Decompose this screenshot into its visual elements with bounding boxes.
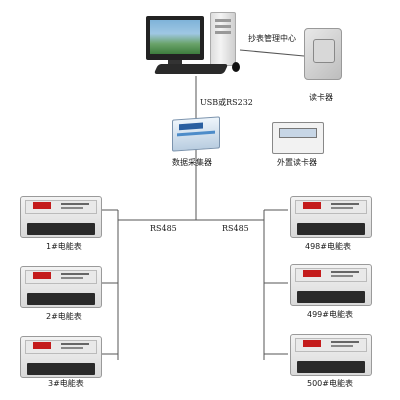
card-reader-icon xyxy=(304,28,342,80)
data-collector-icon xyxy=(172,116,220,152)
pc-tower xyxy=(210,12,236,66)
mouse xyxy=(232,62,240,72)
meter-label-left-2: 2#电能表 xyxy=(46,312,82,321)
center-label: 抄表管理中心 xyxy=(248,34,296,43)
keyboard xyxy=(153,64,229,74)
meter-label-right-2: 499#电能表 xyxy=(307,310,353,319)
collector-label: 数据采集器 xyxy=(172,158,212,167)
energy-meter-icon xyxy=(290,334,372,376)
ext-reader-label: 外置读卡器 xyxy=(277,158,317,167)
meter-label-left-3: 3#电能表 xyxy=(48,379,84,388)
monitor xyxy=(146,16,204,60)
meter-label-right-3: 500#电能表 xyxy=(307,379,353,388)
meter-label-left-1: 1#电能表 xyxy=(46,242,82,251)
usb-label: USB或RS232 xyxy=(200,98,253,107)
energy-meter-icon xyxy=(290,196,372,238)
card-reader-label: 读卡器 xyxy=(309,93,333,102)
rs485-left-label: RS485 xyxy=(150,224,177,233)
wire-computer-reader xyxy=(239,49,305,57)
energy-meter-icon xyxy=(20,336,102,378)
energy-meter-icon xyxy=(20,266,102,308)
meter-label-right-1: 498#电能表 xyxy=(305,242,351,251)
energy-meter-icon xyxy=(20,196,102,238)
energy-meter-icon xyxy=(290,264,372,306)
rs485-right-label: RS485 xyxy=(222,224,249,233)
external-card-reader-icon xyxy=(272,122,324,154)
